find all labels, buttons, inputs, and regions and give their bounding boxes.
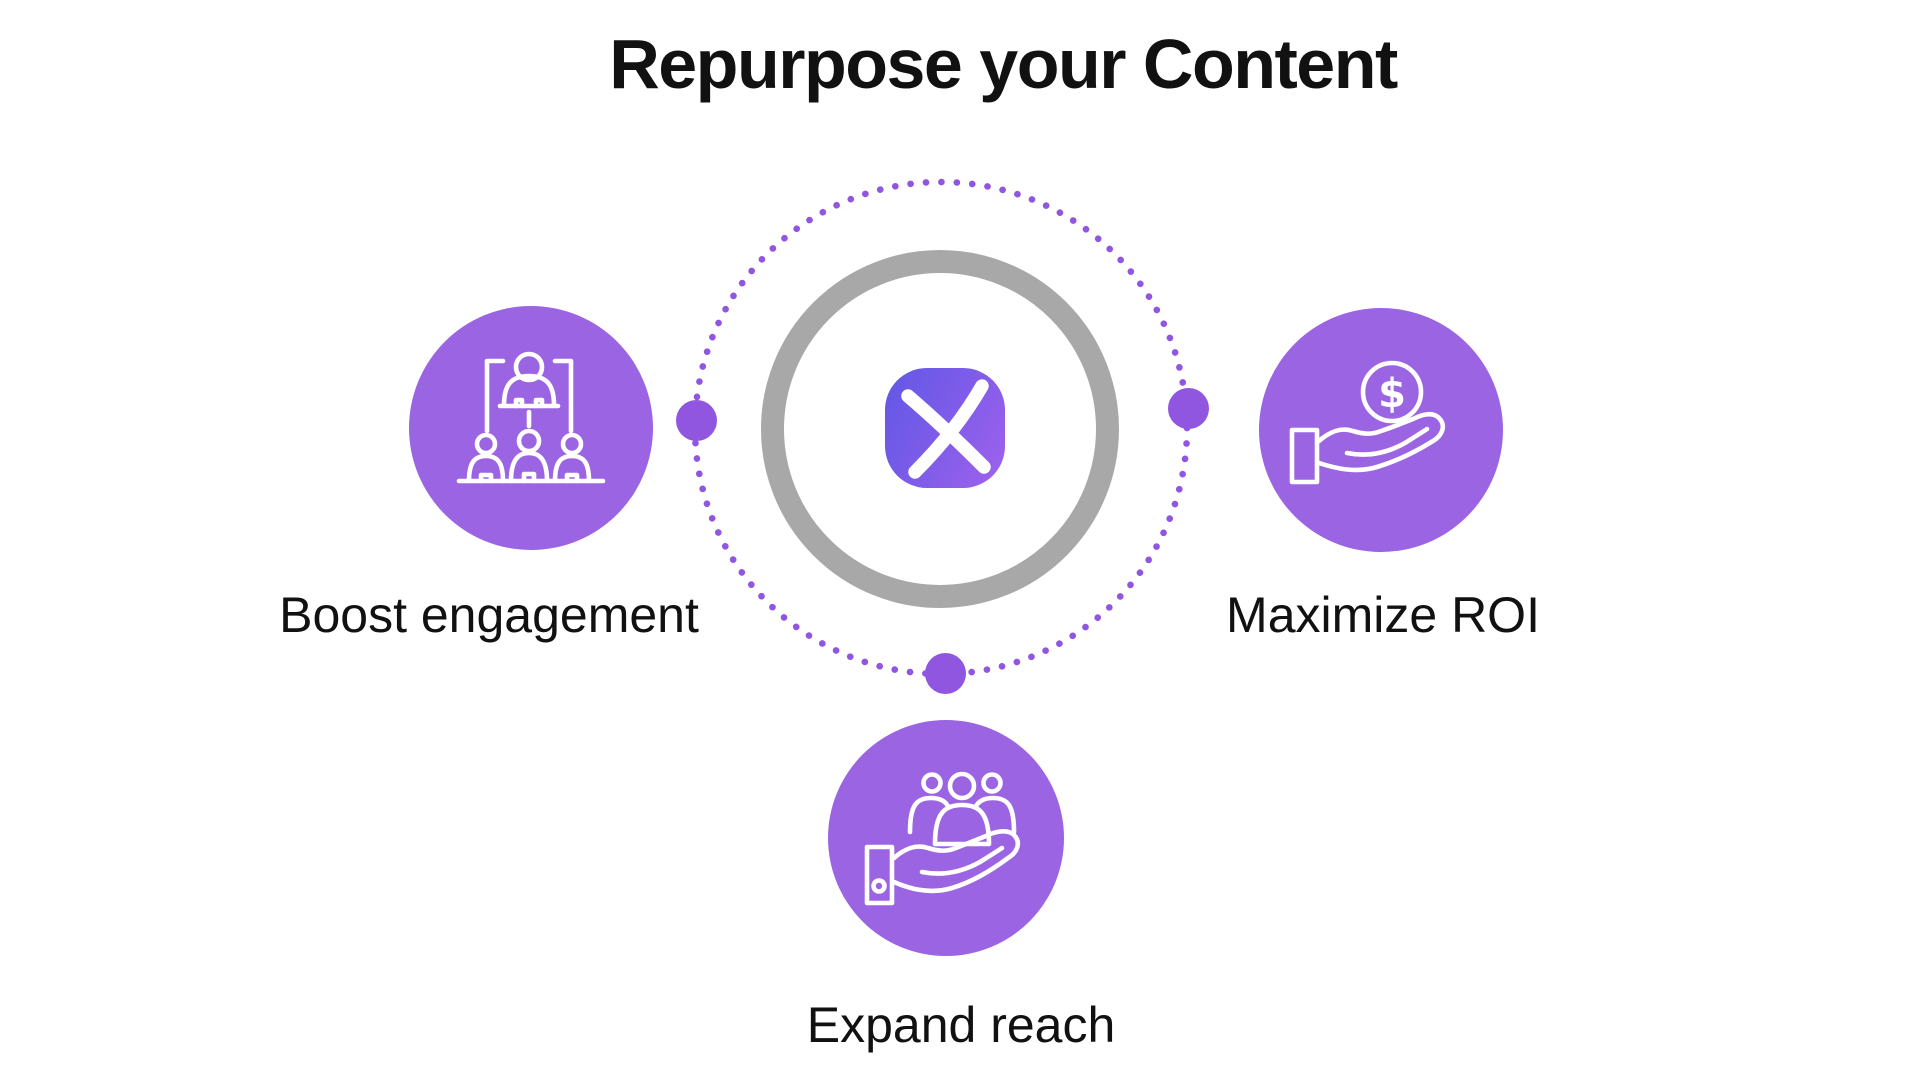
x-logo-icon	[901, 379, 991, 479]
label-expand-reach: Expand reach	[806, 997, 1116, 1053]
orbit-dot-left	[676, 400, 717, 441]
presentation-audience-icon	[456, 351, 606, 484]
label-maximize-roi: Maximize ROI	[1226, 587, 1540, 643]
orbit-dot-bottom	[925, 653, 966, 694]
page-title: Repurpose your Content	[609, 25, 1398, 103]
node-circle-expand-reach	[828, 720, 1064, 956]
node-circle-boost-engagement	[409, 306, 653, 550]
node-circle-maximize-roi: $	[1259, 308, 1503, 552]
dollar-sign: $	[1378, 371, 1406, 417]
label-boost-engagement: Boost engagement	[279, 587, 699, 643]
hand-holding-people-icon	[864, 771, 1021, 906]
hand-dollar-coin-icon: $	[1289, 360, 1446, 485]
center-logo-tile	[885, 368, 1005, 488]
orbit-dot-right	[1168, 388, 1209, 429]
